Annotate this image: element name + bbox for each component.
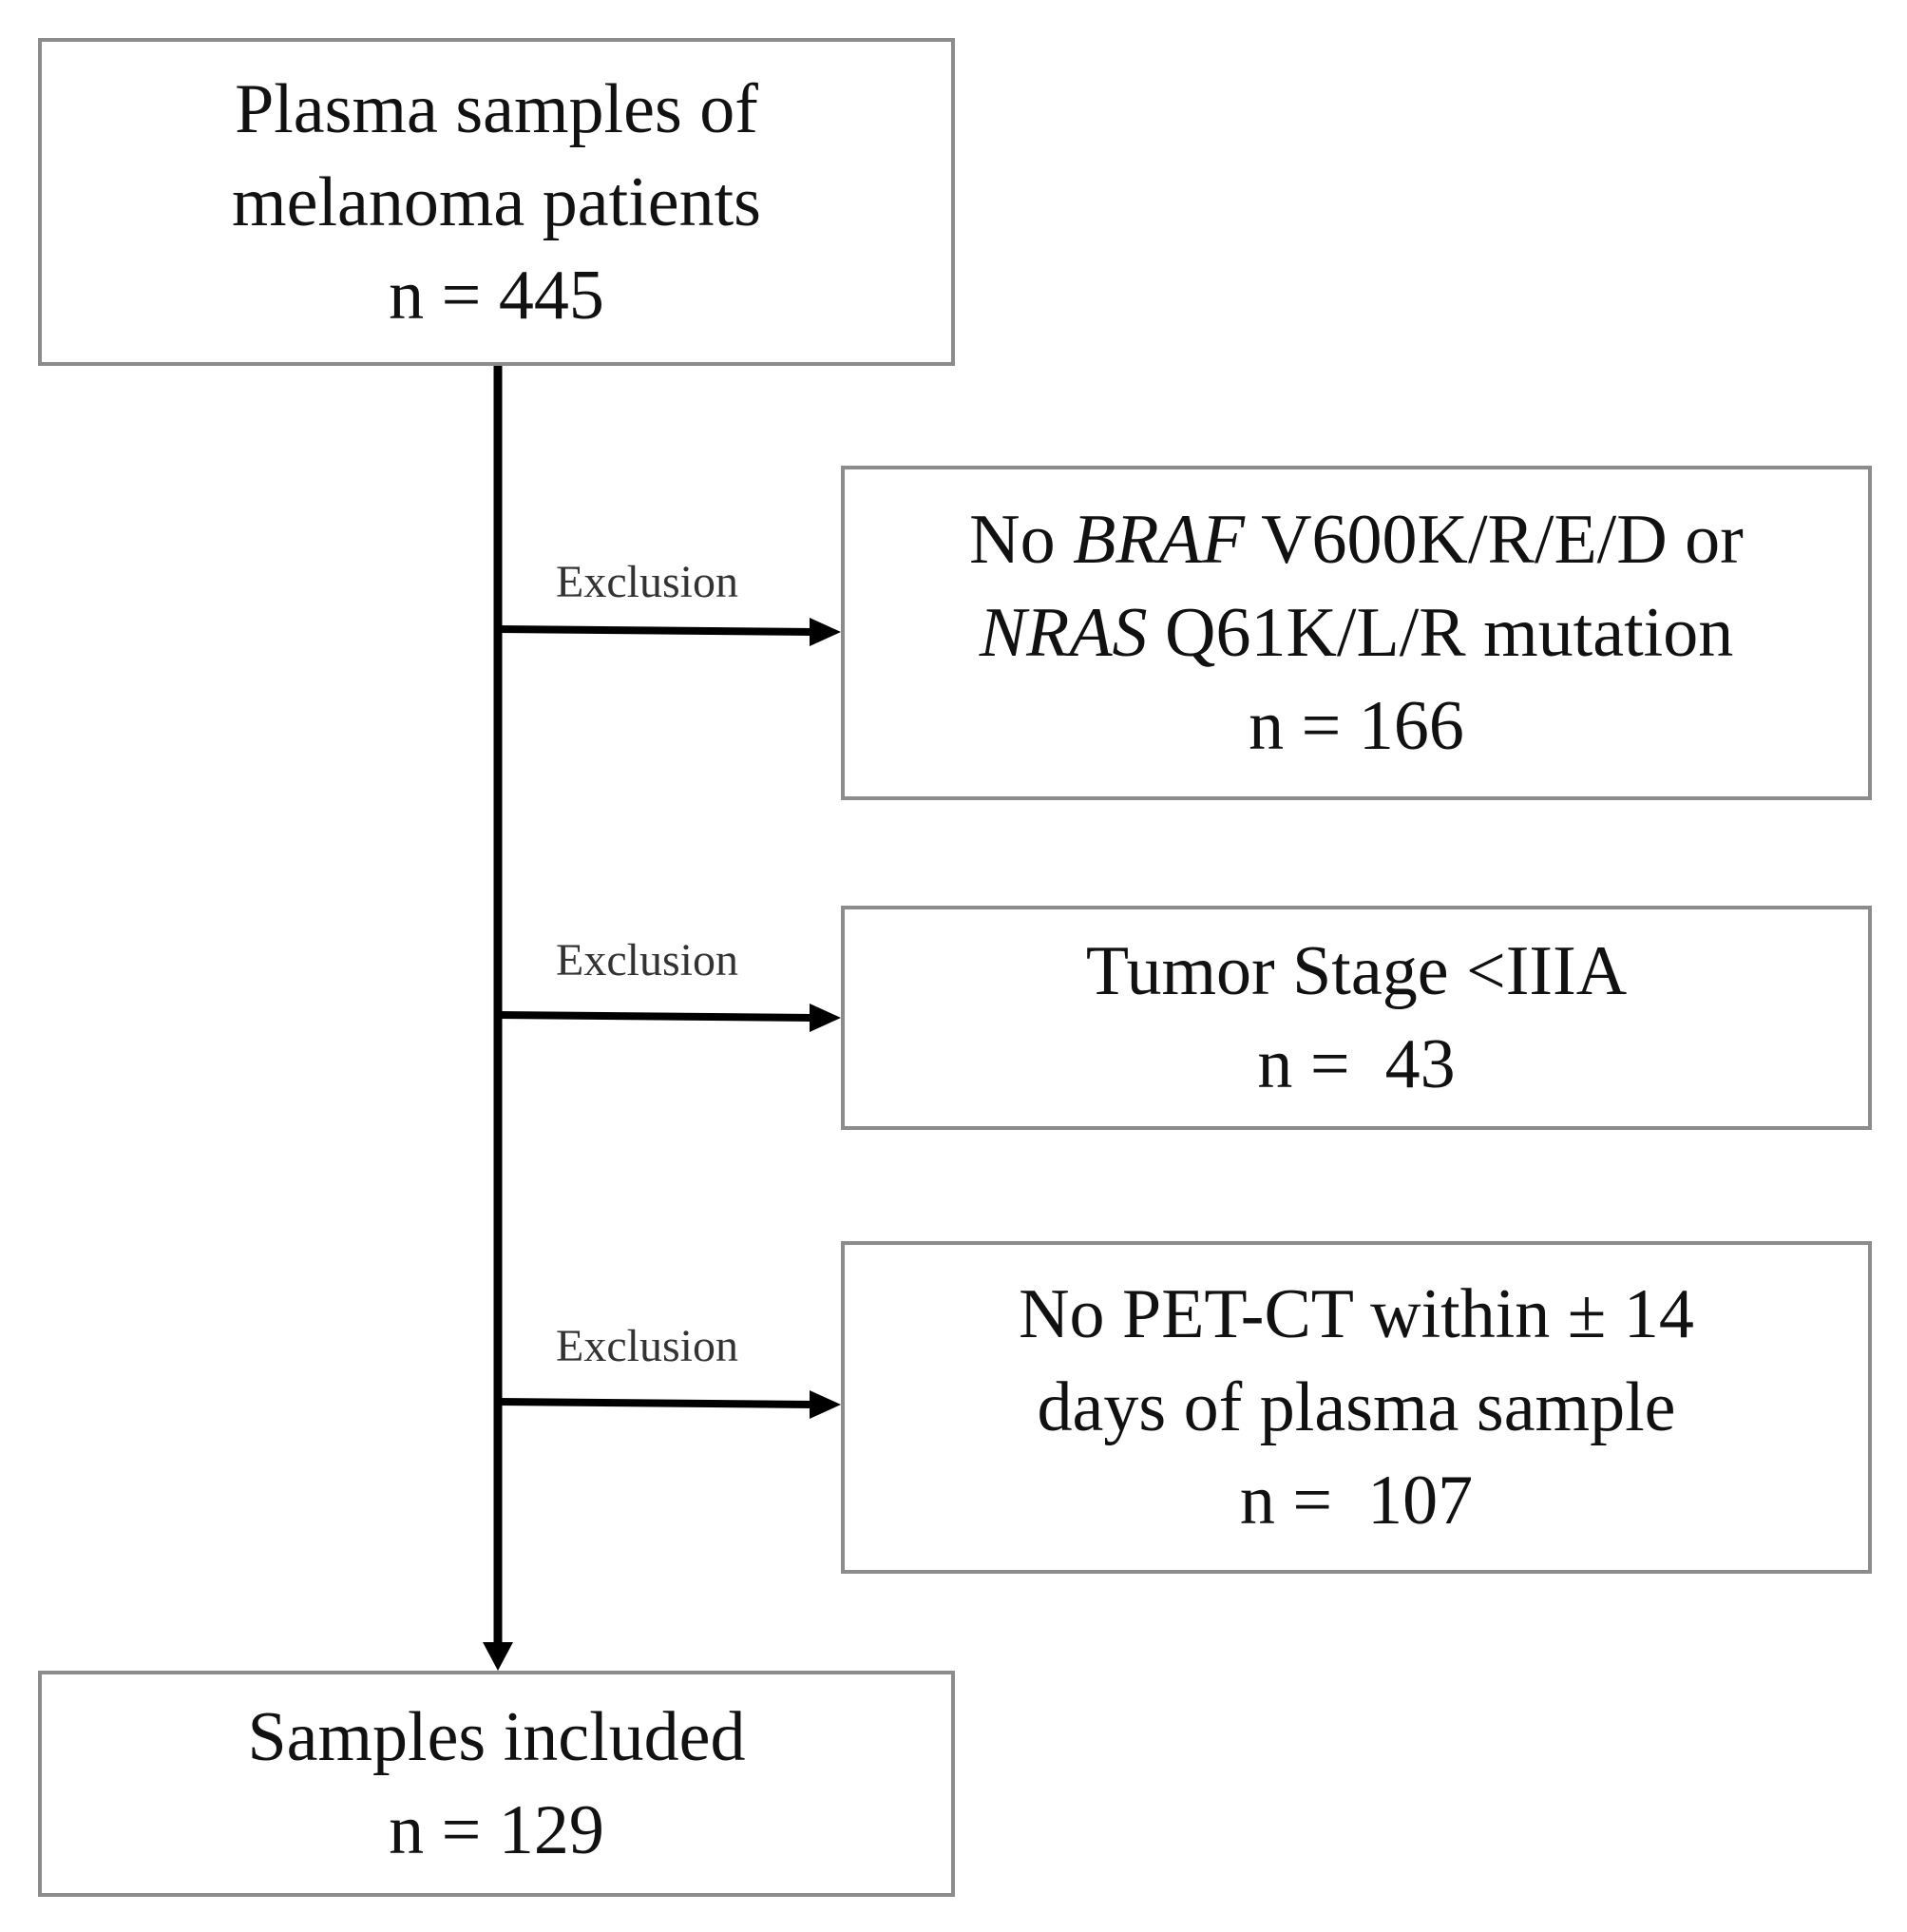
exclusion-arrow-2	[497, 1004, 841, 1032]
exclusion-1-line-2: NRAS Q61K/L/R mutation	[980, 586, 1733, 679]
exclusion-3-line-1: No PET-CT within ± 14	[1019, 1275, 1694, 1353]
start-box: Plasma samples of melanoma patients n = …	[38, 38, 955, 366]
exclusion-1-suffix: V600K/R/E/D or	[1244, 501, 1744, 579]
exclusion-box-stage: Tumor Stage <IIIA n = 43	[841, 906, 1872, 1130]
exclusion-1-line-2-suffix: Q61K/L/R mutation	[1147, 594, 1734, 672]
end-line-1: Samples included	[247, 1698, 746, 1776]
start-count: n = 445	[389, 256, 604, 335]
exclusion-1-line-1: No BRAF V600K/R/E/D or	[969, 493, 1744, 586]
start-line-1: Plasma samples of	[235, 69, 758, 148]
exclusion-1-count: n = 166	[1249, 687, 1464, 765]
start-line-2: melanoma patients	[232, 163, 761, 241]
exclusion-label-1: Exclusion	[556, 557, 738, 607]
exclusion-label-2: Exclusion	[556, 935, 738, 985]
exclusion-3-line-2: days of plasma sample	[1037, 1368, 1676, 1446]
exclusion-box-mutation: No BRAF V600K/R/E/D or NRAS Q61K/L/R mut…	[841, 466, 1872, 800]
right-arrow-icon	[810, 1004, 841, 1032]
down-arrow-icon	[483, 1642, 513, 1671]
exclusion-2-count: n = 43	[1257, 1025, 1456, 1103]
exclusion-box-pet-ct: No PET-CT within ± 14 days of plasma sam…	[841, 1241, 1872, 1574]
end-box: Samples included n = 129	[38, 1671, 955, 1897]
gene-braf: BRAF	[1073, 501, 1245, 579]
right-arrow-icon	[810, 1390, 841, 1419]
gene-nras: NRAS	[979, 594, 1148, 672]
main-flow-line	[483, 366, 513, 1671]
exclusion-label-3: Exclusion	[556, 1321, 738, 1371]
end-count: n = 129	[389, 1791, 604, 1869]
exclusion-arrow-1	[497, 618, 841, 646]
exclusion-1-prefix: No	[969, 501, 1074, 579]
exclusion-arrow-3	[497, 1390, 841, 1419]
right-arrow-icon	[810, 618, 841, 646]
exclusion-2-line-1: Tumor Stage <IIIA	[1085, 932, 1628, 1010]
exclusion-3-count: n = 107	[1239, 1462, 1474, 1540]
